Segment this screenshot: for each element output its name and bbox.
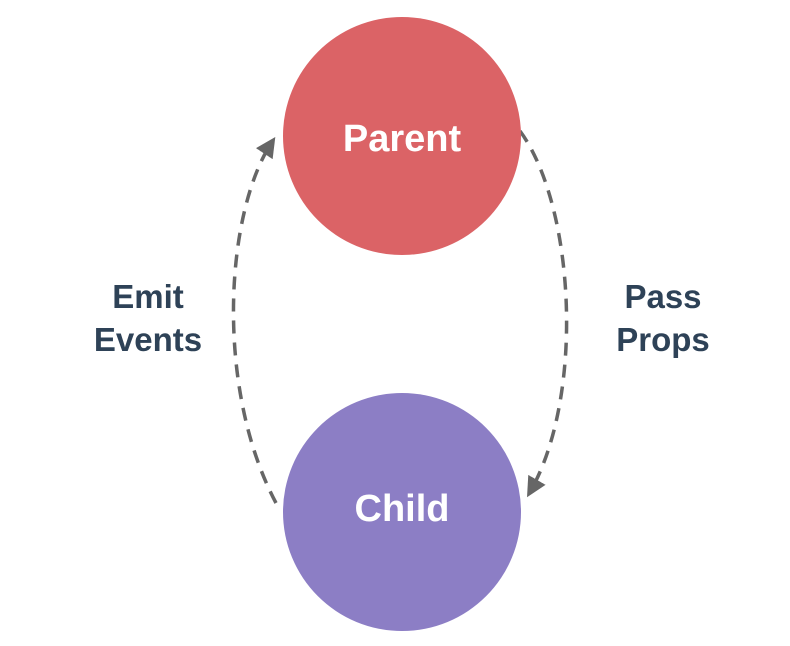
emit-events-label-line1: Emit [112, 278, 184, 315]
child-node-label: Child [355, 488, 450, 530]
emit-events-label-line2: Events [94, 321, 202, 358]
parent-node-label: Parent [343, 118, 462, 160]
pass-props-label-line2: Props [616, 321, 710, 358]
emit-events-label: Emit Events [94, 278, 202, 358]
child-node [283, 393, 521, 631]
parent-node [283, 17, 521, 255]
pass-props-label: Pass Props [616, 278, 710, 358]
pass-props-label-line1: Pass [624, 278, 701, 315]
emit-events-arrow [231, 136, 278, 504]
pass-props-arrow [518, 129, 569, 498]
